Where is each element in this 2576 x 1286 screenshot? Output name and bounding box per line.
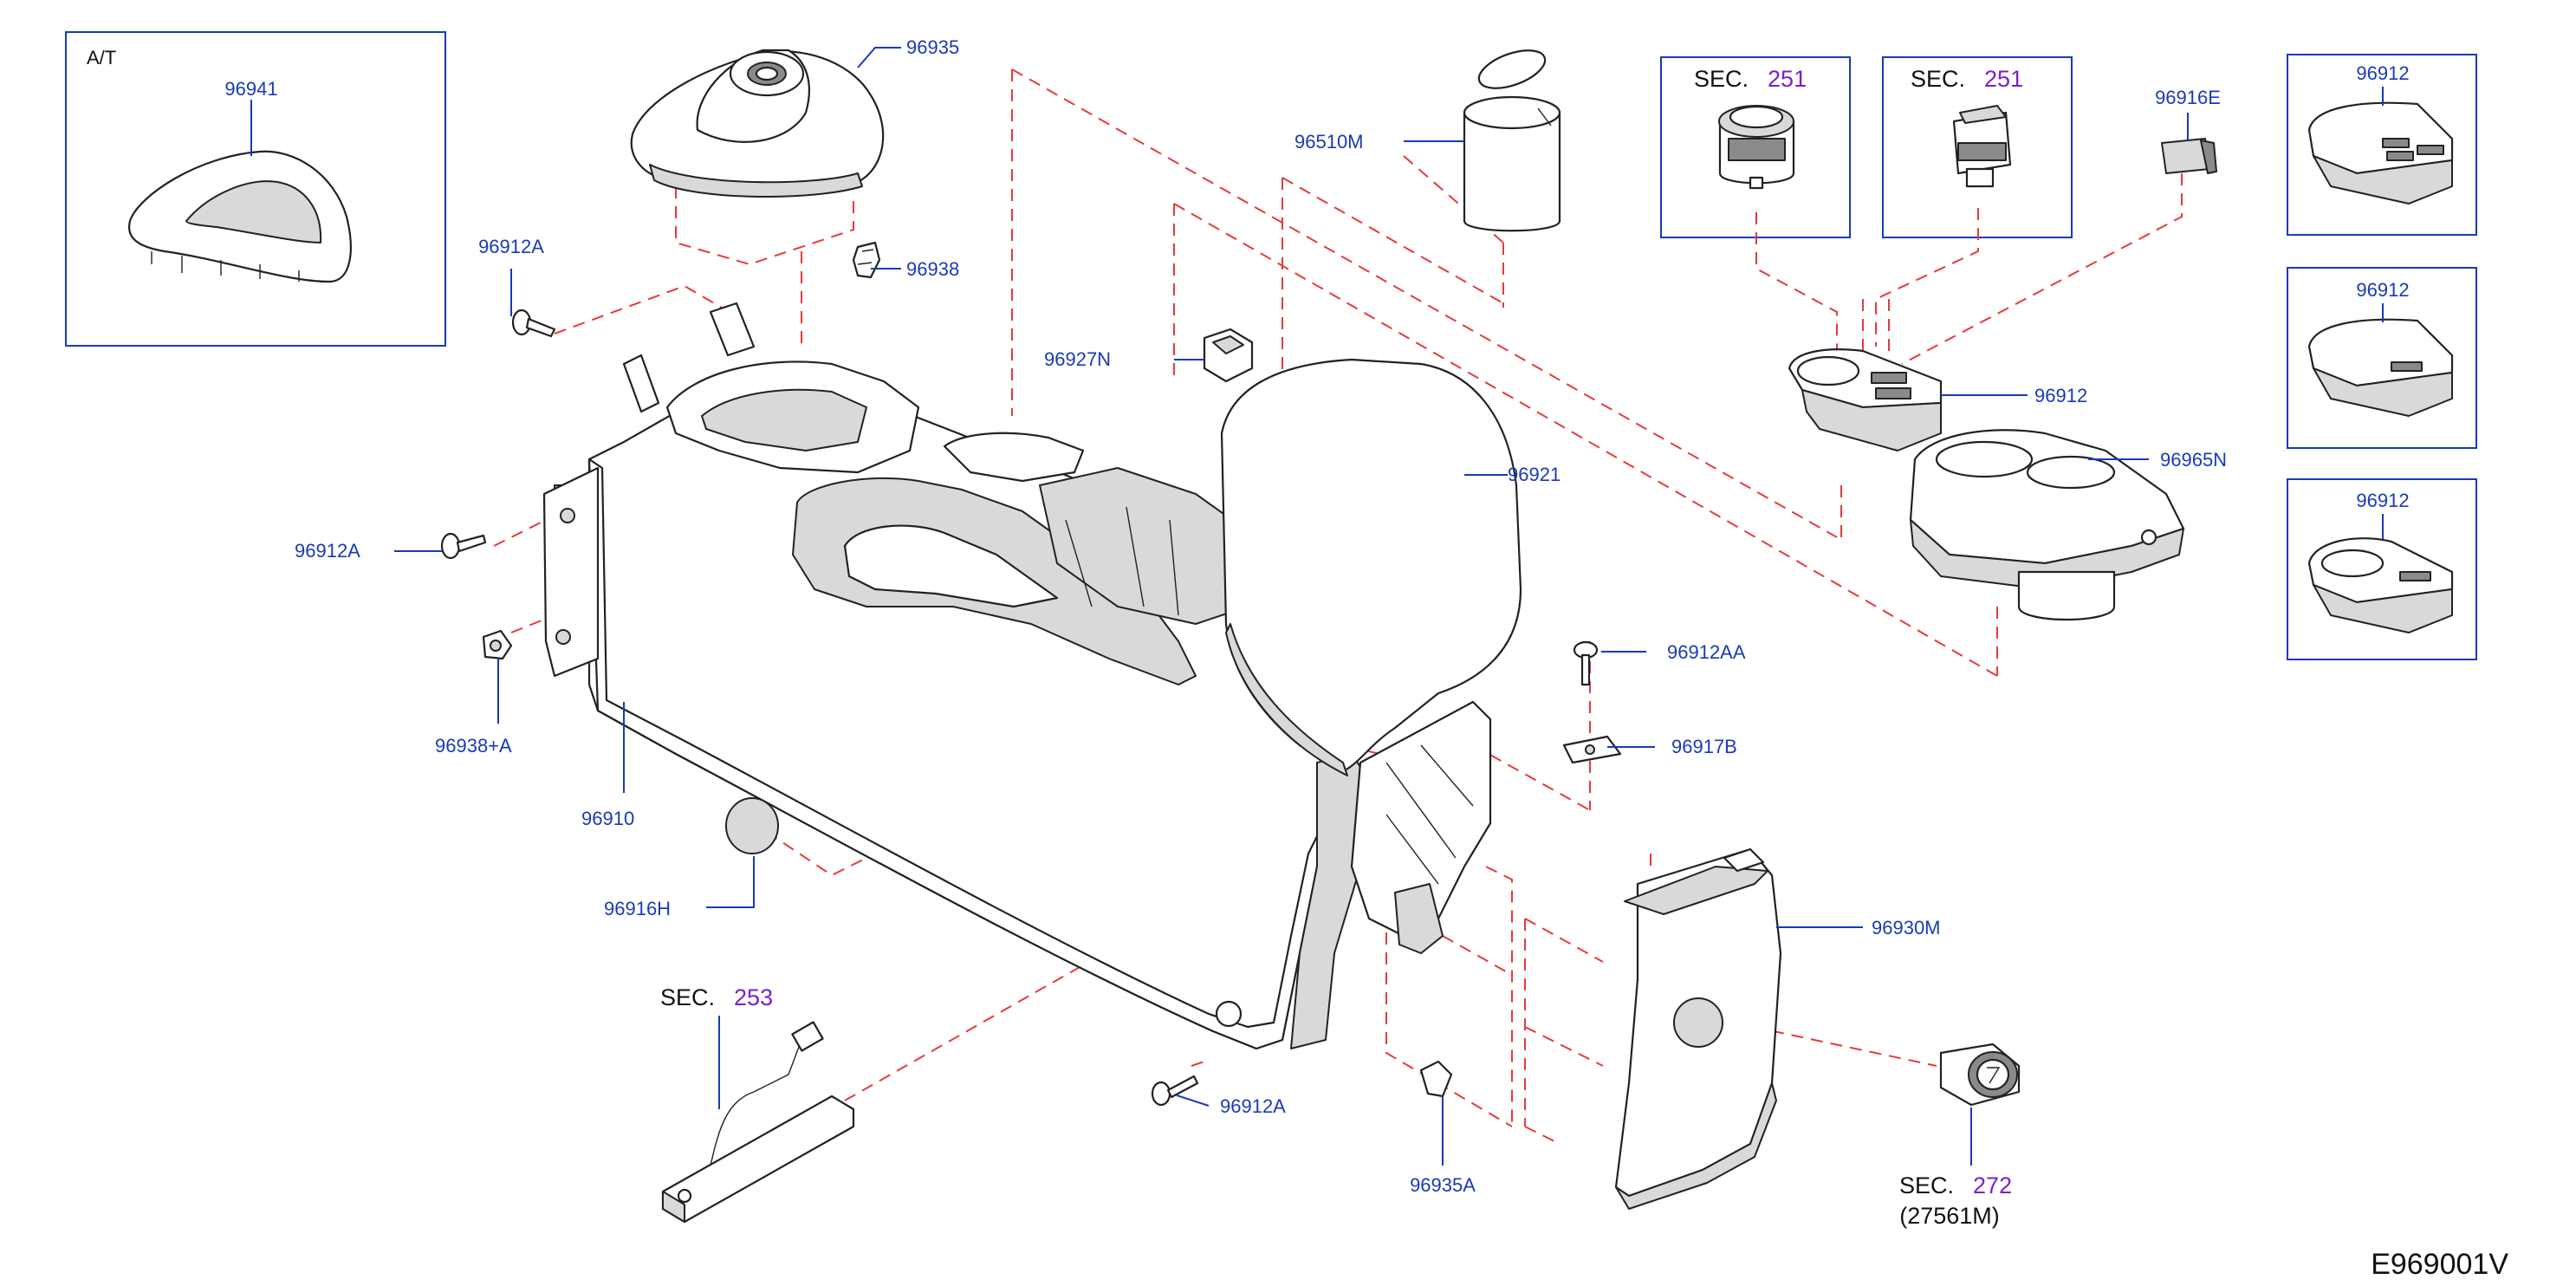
at-inset-box (65, 31, 446, 347)
label-96916e: 96916E (2155, 87, 2221, 108)
sec251b-prefix: SEC. (1911, 66, 1965, 92)
variant-plate-1 (2307, 101, 2454, 205)
switch-plate-96912-mid (1788, 348, 1943, 451)
variant-plate-3 (2307, 537, 2454, 633)
label-96941: 96941 (224, 78, 277, 100)
label-96912a-top: 96912A (478, 236, 544, 257)
label-96935a: 96935A (1410, 1174, 1476, 1196)
label-96938a: 96938+A (435, 735, 512, 757)
label-96912-r1: 96912 (2356, 62, 2409, 84)
label-96917b: 96917B (1671, 736, 1737, 757)
variant-plate-2 (2307, 318, 2454, 417)
switch-sec251 (1952, 105, 2012, 188)
diagram-code: E969001V (2371, 1248, 2508, 1281)
sec251a-number: 251 (1768, 66, 1807, 92)
label-96938: 96938 (906, 258, 959, 280)
label-96912a-bottom: 96912A (1220, 1095, 1286, 1117)
sec251a-prefix: SEC. (1694, 66, 1749, 92)
sec253-prefix: SEC. (660, 984, 715, 1010)
label-96910: 96910 (581, 808, 634, 829)
label-96912-r2: 96912 (2356, 279, 2409, 301)
variant-box-1 (2287, 54, 2477, 236)
variant-box-3 (2287, 478, 2477, 660)
sec253-number: 253 (734, 984, 773, 1010)
label-96921: 96921 (1508, 464, 1561, 485)
sec251b-label: SEC. 251 (1911, 66, 2023, 92)
label-96510m: 96510M (1294, 131, 1364, 153)
clip-96938 (852, 241, 881, 279)
at-finisher-96941 (127, 150, 352, 283)
label-96927n: 96927N (1044, 348, 1111, 370)
lower-cover-96930m (1614, 848, 1782, 1210)
harness-sec253 (661, 1021, 855, 1224)
screw-96912a-top (511, 309, 556, 338)
clip-96938a-left (482, 629, 513, 660)
label-96912-mid: 96912 (2034, 385, 2087, 406)
screw-96912a-left (440, 532, 487, 560)
sec251a-label: SEC. 251 (1694, 66, 1807, 92)
sec251b-number: 251 (1984, 66, 2023, 92)
shifter-boot-96935 (630, 49, 885, 198)
sec272-prefix: SEC. (1899, 1172, 1954, 1198)
switch-blank-96916e (2161, 138, 2217, 174)
sec253-label: SEC. 253 (660, 984, 773, 1010)
cup-96510m (1463, 49, 1561, 232)
label-96912aa: 96912AA (1667, 641, 1746, 663)
plug-96916h (725, 797, 779, 854)
screw-96912aa (1573, 640, 1599, 686)
label-96912-r3: 96912 (2356, 490, 2409, 511)
clip-96927n (1203, 328, 1254, 383)
label-96930m: 96930M (1872, 917, 1941, 939)
clip-96935a (1419, 1060, 1453, 1098)
console-body-96910 (542, 302, 1370, 1050)
label-96965n: 96965N (2160, 449, 2227, 471)
label-96916h: 96916H (604, 898, 671, 919)
socket-sec272 (1939, 1042, 2021, 1107)
screw-96912a-bottom (1151, 1075, 1199, 1107)
variant-box-2 (2287, 267, 2477, 449)
clip-96917b (1562, 735, 1622, 764)
knob-sec251 (1718, 105, 1795, 190)
label-96912a-left: 96912A (295, 540, 360, 562)
leader-lines (250, 47, 2384, 1166)
armrest-96921 (1220, 358, 1522, 954)
label-96935: 96935 (906, 36, 959, 58)
sec272-sub: (27561M) (1899, 1203, 2000, 1229)
sec272-number: 272 (1973, 1172, 2012, 1198)
sec272-label: SEC. 272 (1899, 1172, 2012, 1198)
at-label: A/T (87, 47, 116, 68)
cup-holder-96965n (1909, 429, 2185, 621)
